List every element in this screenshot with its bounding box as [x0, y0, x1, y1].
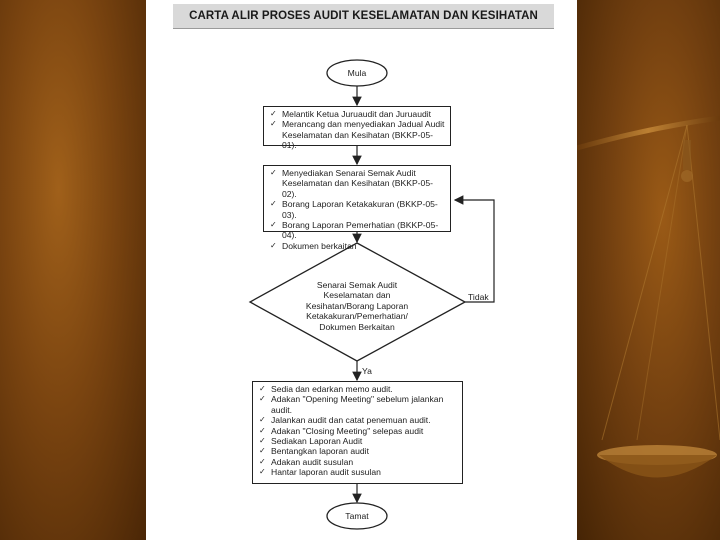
step-box-prepare-documents: Menyediakan Senarai Semak Audit Keselama…: [263, 165, 451, 232]
step-item: Adakan audit susulan: [259, 457, 458, 467]
step-item: Sediakan Laporan Audit: [259, 436, 458, 446]
step-item: Bentangkan laporan audit: [259, 446, 458, 456]
flowchart-page: CARTA ALIR PROSES AUDIT KESELAMATAN DAN …: [146, 0, 577, 540]
step-item: Sedia dan edarkan memo audit.: [259, 384, 458, 394]
step-item: Jalankan audit dan catat penemuan audit.: [259, 415, 458, 425]
edge-label-yes: Ya: [362, 366, 372, 376]
step-item: Dokumen berkaitan: [270, 241, 446, 251]
end-label: Tamat: [327, 511, 387, 521]
edge-label-no: Tidak: [468, 292, 489, 302]
step-item: Borang Laporan Pemerhatian (BKKP-05-04).: [270, 220, 446, 241]
step-item: Merancang dan menyediakan Jadual Audit K…: [270, 119, 446, 150]
step-box-appoint-and-plan: Melantik Ketua Juruaudit dan Juruaudit M…: [263, 106, 451, 146]
balance-scale-decoration: [577, 0, 720, 540]
step-item: Adakan "Opening Meeting" sebelum jalanka…: [259, 394, 458, 415]
step-item: Melantik Ketua Juruaudit dan Juruaudit: [270, 109, 446, 119]
step-item: Adakan "Closing Meeting" selepas audit: [259, 426, 458, 436]
left-background-panel: [0, 0, 146, 540]
start-label: Mula: [327, 68, 387, 78]
step-item: Borang Laporan Ketakakuran (BKKP-05-03).: [270, 199, 446, 220]
step-item: Hantar laporan audit susulan: [259, 467, 458, 477]
step-item: Menyediakan Senarai Semak Audit Keselama…: [270, 168, 446, 199]
step-box-conduct-audit: Sedia dan edarkan memo audit. Adakan "Op…: [252, 381, 463, 484]
decision-label: Senarai Semak Audit Keselamatan dan Kesi…: [304, 280, 410, 332]
arrow-no-loop-back: [455, 200, 494, 302]
